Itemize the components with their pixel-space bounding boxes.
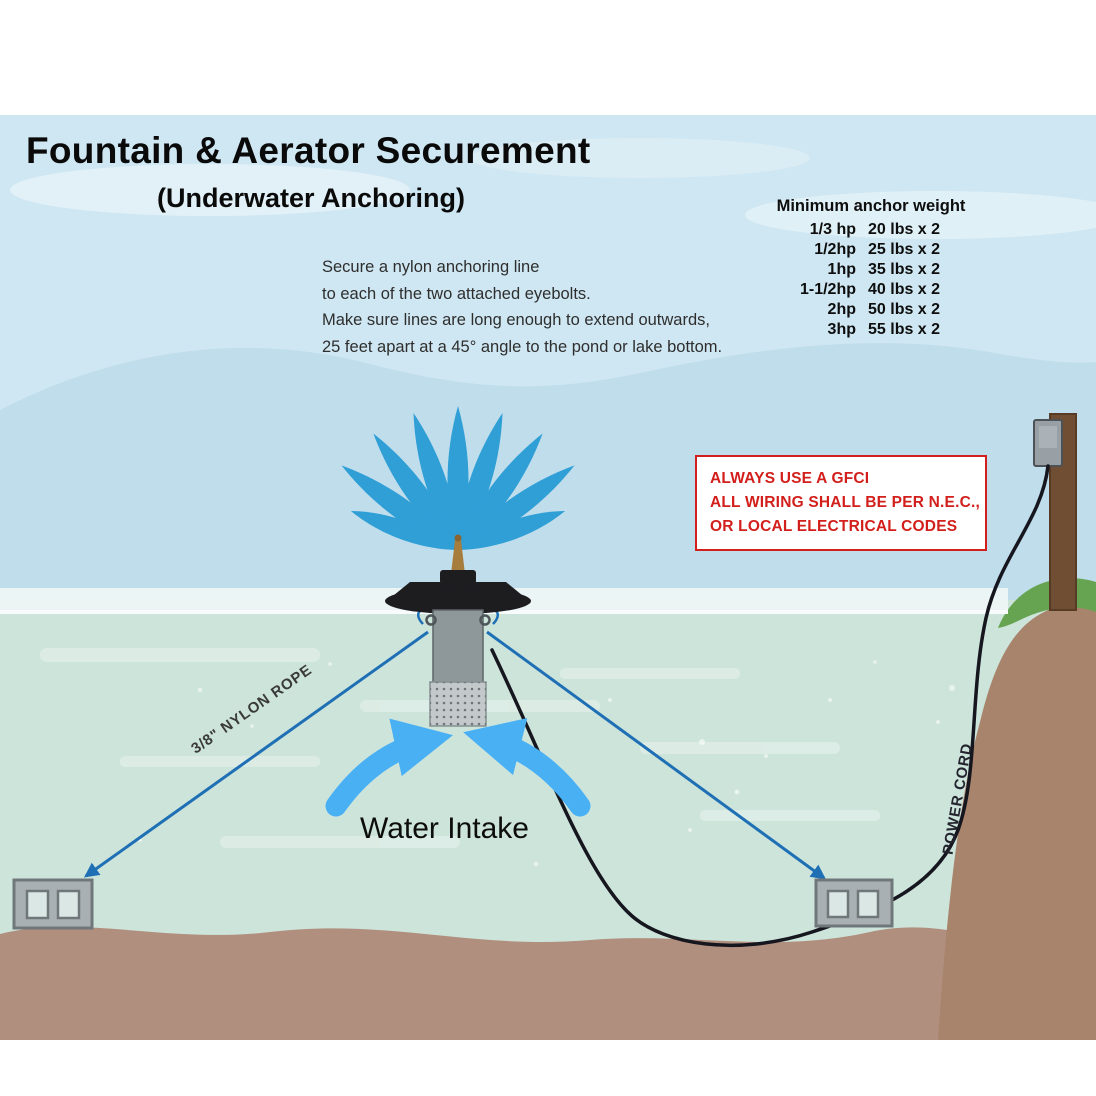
fountain-spray xyxy=(341,406,575,550)
electrical-warning-box: ALWAYS USE A GFCI ALL WIRING SHALL BE PE… xyxy=(695,455,987,552)
anchor-table-weight: 40 lbs x 2 xyxy=(868,281,941,298)
anchor-table-title: Minimum anchor weight xyxy=(776,197,966,215)
anchor-table-weight: 35 lbs x 2 xyxy=(868,261,941,278)
eyebolt-right xyxy=(479,614,491,626)
nylon-rope-left xyxy=(83,630,429,878)
water-intake-label: Water Intake xyxy=(360,812,529,845)
anchor-table-hp: 1-1/2hp xyxy=(799,281,856,298)
page-title: Fountain & Aerator Securement xyxy=(26,130,591,171)
cloud-shape xyxy=(745,191,1096,239)
warning-line-2: ALL WIRING SHALL BE PER N.E.C., xyxy=(710,494,981,512)
fountain-motor xyxy=(425,609,491,727)
bubbles xyxy=(138,660,964,867)
anchoring-instructions: Secure a nylon anchoring line to each of… xyxy=(322,254,722,361)
warning-line-3: OR LOCAL ELECTRICAL CODES xyxy=(710,518,958,536)
intake-arrow-left xyxy=(325,718,453,817)
anchor-ropes xyxy=(83,608,827,880)
warning-line-1: ALWAYS USE A GFCI xyxy=(710,470,870,487)
anchor-table-weight: 50 lbs x 2 xyxy=(868,301,941,318)
cloud-shape xyxy=(470,138,810,178)
anchor-block-left xyxy=(12,878,94,930)
anchor-table-hp: 1/2hp xyxy=(814,241,856,258)
shore-bank xyxy=(938,600,1096,1040)
anchor-table-hp: 1hp xyxy=(827,261,856,278)
instructions-line-4: 25 feet apart at a 45° angle to the pond… xyxy=(322,338,723,357)
anchor-table-hp: 1/3 hp xyxy=(809,221,856,238)
anchor-weight-table: Minimum anchor weight 1/3 hp 20 lbs x 2 … xyxy=(756,197,986,339)
cloud-shape xyxy=(10,164,410,216)
fountain-float xyxy=(385,534,531,614)
electrical-box xyxy=(1033,419,1063,467)
pond-bottom xyxy=(0,926,1096,1040)
nozzle xyxy=(451,540,465,574)
water-intake-arrows xyxy=(325,718,591,817)
utility-post xyxy=(1033,413,1077,611)
anchor-table-hp: 2hp xyxy=(827,301,856,318)
anchor-table-weight: 55 lbs x 2 xyxy=(868,321,941,338)
intake-arrow-right xyxy=(463,718,591,817)
anchor-table-weight: 25 lbs x 2 xyxy=(868,241,941,258)
page-subtitle: (Underwater Anchoring) xyxy=(157,183,466,213)
nozzle-tip xyxy=(454,534,462,542)
nylon-rope-right xyxy=(486,630,827,880)
anchor-table-weight: 20 lbs x 2 xyxy=(868,221,941,238)
anchor-block-right xyxy=(814,878,894,928)
instructions-line-2: to each of the two attached eyebolts. xyxy=(322,284,591,303)
anchor-table-hp: 3hp xyxy=(827,321,856,338)
instructions-line-3: Make sure lines are long enough to exten… xyxy=(322,311,710,330)
eyebolt-left xyxy=(425,614,437,626)
instructions-line-1: Secure a nylon anchoring line xyxy=(322,258,540,276)
